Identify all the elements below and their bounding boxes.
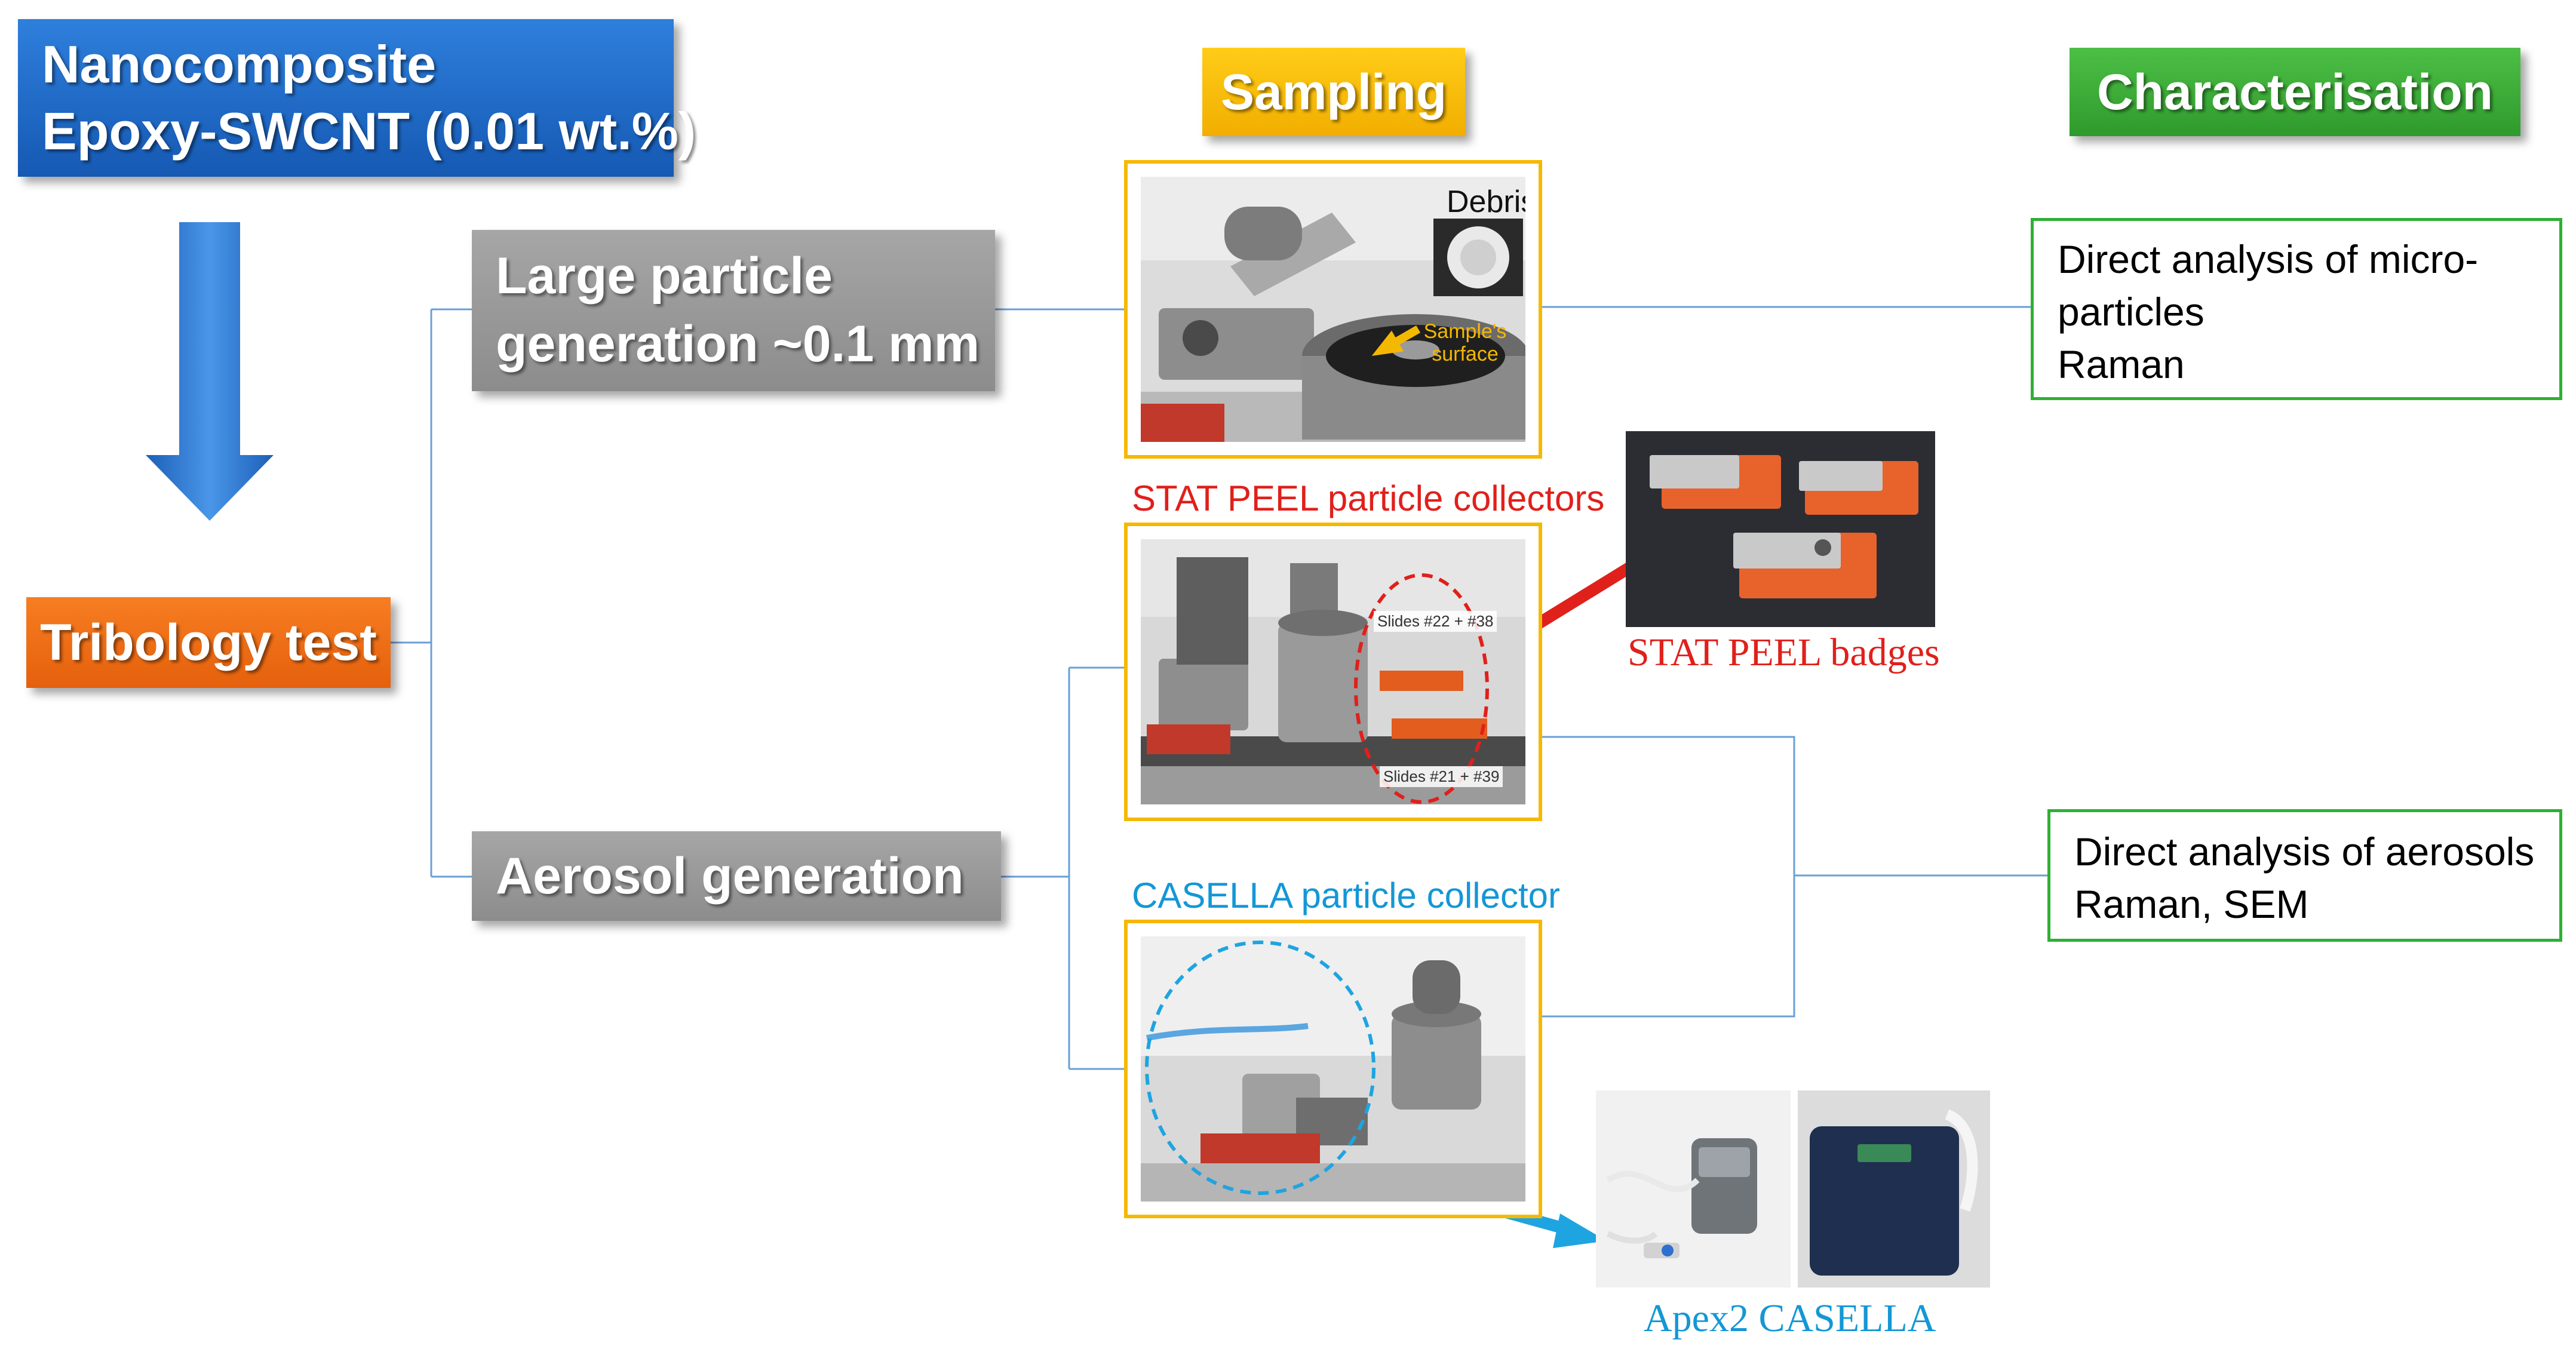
sampling-header: Sampling [1202,48,1465,136]
tribology-test-box: Tribology test [26,597,391,688]
aerosol-analysis-box: Direct analysis of aerosols Raman, SEM [2047,809,2562,942]
tribometer-debris-photo: Debris Sample's surface [1124,160,1542,459]
stat-peel-badges-photo [1626,431,1935,627]
tribometer-illustration [1141,177,1525,442]
aerosol-analysis-line-1: Direct analysis of aerosols [2074,829,2535,874]
down-arrow-icon [146,222,274,521]
casella-setup-illustration [1141,936,1525,1202]
casella-collector-photo [1124,920,1542,1218]
large-particle-generation-box: Large particle generation ~0.1 mm [472,230,995,391]
nanocomposite-title-line-2: Epoxy-SWCNT (0.01 wt.%) [42,102,696,161]
apex-pump-photo-2 [1798,1090,1990,1288]
micro-particles-analysis-box: Direct analysis of micro- particles Rama… [2031,218,2562,400]
aerosol-analysis-line-2: Raman, SEM [2074,882,2309,926]
large-particle-line-2: generation ~0.1 mm [496,315,980,373]
apex-pump-illustration-2 [1798,1090,1990,1288]
nanocomposite-title-line-1: Nanocomposite [42,35,437,94]
apex-pump-illustration-1 [1596,1090,1791,1288]
micro-analysis-line-1: Direct analysis of micro- [2058,237,2479,281]
micro-analysis-line-3: Raman [2058,342,2185,386]
nanocomposite-box: Nanocomposite Epoxy-SWCNT (0.01 wt.%) [18,19,696,177]
apex2-casella-label: Apex2 CASELLA [1644,1296,1936,1340]
slides-top-label: Slides #22 + #38 [1374,611,1497,632]
slides-bottom-label: Slides #21 + #39 [1380,766,1503,787]
stat-peel-collectors-photo: Slides #22 + #38 Slides #21 + #39 [1124,523,1542,821]
stat-peel-caption: STAT PEEL particle collectors [1132,478,1605,518]
large-particle-line-1: Large particle [496,247,833,305]
apex-pump-photo-1 [1596,1090,1791,1288]
micro-analysis-line-2: particles [2058,290,2205,334]
stat-peel-setup-illustration [1141,539,1525,804]
stat-peel-badges-label: STAT PEEL badges [1628,631,1940,674]
characterisation-header: Characterisation [2070,48,2520,136]
casella-caption: CASELLA particle collector [1132,875,1561,915]
debris-label: Debris [1447,185,1525,219]
connector-bracket [1542,736,1795,1018]
stat-peel-badges-illustration [1626,431,1935,627]
sample-surface-label: Sample's surface [1423,320,1507,365]
blue-pointer-arrow-head-icon [1553,1213,1607,1248]
aerosol-generation-box: Aerosol generation [472,831,1001,921]
